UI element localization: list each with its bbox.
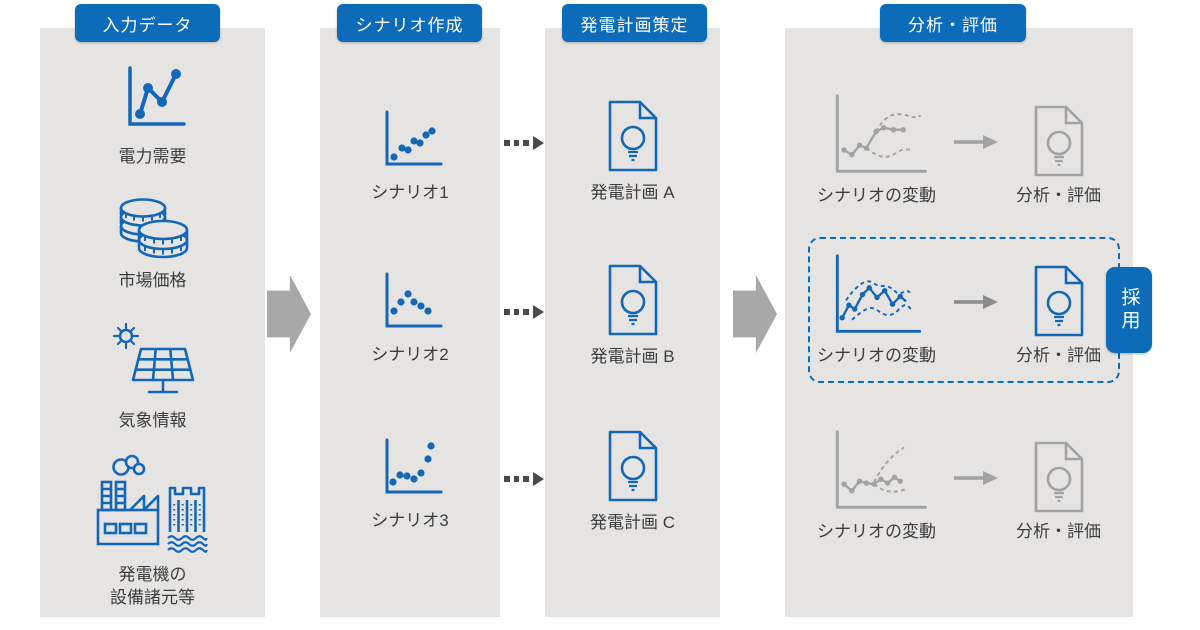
big-arrow-icon: [267, 275, 311, 353]
scenario-item-1: シナリオ1: [320, 108, 500, 205]
scatter-plot-icon: [385, 272, 443, 328]
scenario-item-3: シナリオ3: [320, 436, 500, 533]
scenario-fluctuation-group: シナリオの変動: [817, 90, 936, 208]
fluctuation-label: シナリオの変動: [817, 186, 936, 206]
analysis-result-group: 分析・評価: [1016, 90, 1101, 208]
evaluation-row: シナリオの変動 分析・評価: [785, 426, 1133, 544]
panel-generation-planning: 発電計画 A 発電計画 B 発電計画 C: [545, 28, 720, 617]
scenario-fluctuation-group: シナリオの変動: [817, 426, 936, 544]
analysis-result-group: 分析・評価: [1016, 250, 1101, 368]
scenario-label: シナリオ1: [371, 183, 449, 202]
analysis-label: 分析・評価: [1016, 522, 1101, 542]
adopted-badge: 採用: [1106, 267, 1152, 353]
dotted-arrow-icon: [504, 305, 545, 319]
scenario-label: シナリオ2: [371, 345, 449, 364]
document-lightbulb-icon: [1034, 105, 1083, 177]
input-item-label: 電力需要: [118, 147, 187, 166]
adopted-highlight-box: [808, 237, 1120, 383]
analysis-label: 分析・評価: [1016, 346, 1101, 366]
plan-item-b: 発電計画 B: [545, 262, 720, 369]
coins-icon: [119, 198, 188, 259]
column-header-generation-planning: 発電計画策定: [562, 4, 707, 42]
solar-panel-icon: [112, 322, 194, 394]
plan-item-c: 発電計画 C: [545, 428, 720, 535]
input-item-weather: 気象情報: [40, 322, 265, 433]
document-lightbulb-icon: [1034, 441, 1083, 513]
panel-input-data: 電力需要 市場価格: [40, 28, 265, 617]
plan-label: 発電計画 B: [590, 347, 675, 366]
analysis-label: 分析・評価: [1016, 186, 1101, 206]
document-lightbulb-icon: [1034, 265, 1083, 337]
column-header-input-data: 入力データ: [75, 4, 220, 42]
analysis-result-group: 分析・評価: [1016, 426, 1101, 544]
evaluation-row: シナリオの変動 分析・評価: [785, 90, 1133, 208]
input-item-generator-specs: 発電機の 設備諸元等: [40, 452, 265, 610]
big-arrow-icon: [733, 275, 777, 353]
fluctuation-chart-icon: [835, 254, 921, 333]
scenario-label: シナリオ3: [371, 511, 449, 530]
panel-analysis-evaluation: シナリオの変動 分析・評価: [785, 28, 1133, 617]
document-lightbulb-icon: [608, 430, 657, 502]
factory-dam-icon: [96, 454, 208, 553]
scenario-item-2: シナリオ2: [320, 270, 500, 367]
plan-label: 発電計画 C: [590, 513, 675, 532]
column-header-scenario-creation: シナリオ作成: [337, 4, 482, 42]
input-item-market-price: 市場価格: [40, 196, 265, 293]
input-item-label: 気象情報: [118, 411, 187, 430]
dotted-arrow-icon: [504, 136, 545, 150]
input-item-label: 発電機の 設備諸元等: [110, 565, 195, 607]
document-lightbulb-icon: [608, 100, 657, 172]
scenario-fluctuation-group: シナリオの変動: [817, 250, 936, 368]
document-lightbulb-icon: [608, 264, 657, 336]
arrow-right-icon: [954, 471, 998, 485]
fluctuation-chart-icon: [835, 94, 927, 173]
panel-scenario-creation: シナリオ1 シナリオ2 シナリオ3: [320, 28, 500, 617]
evaluation-row-adopted: シナリオの変動 分析・評価: [785, 250, 1133, 368]
input-item-label: 市場価格: [118, 271, 187, 290]
input-item-power-demand: 電力需要: [40, 60, 265, 169]
arrow-right-icon: [954, 135, 998, 149]
fluctuation-chart-icon: [835, 430, 927, 509]
scatter-plot-icon: [385, 110, 443, 166]
line-chart-icon: [127, 66, 186, 126]
arrow-right-icon: [954, 295, 998, 309]
fluctuation-label: シナリオの変動: [817, 346, 936, 366]
column-header-analysis-evaluation: 分析・評価: [880, 4, 1026, 42]
plan-item-a: 発電計画 A: [545, 98, 720, 205]
fluctuation-label: シナリオの変動: [817, 522, 936, 542]
dotted-arrow-icon: [504, 472, 545, 486]
scatter-plot-icon: [385, 438, 443, 494]
plan-label: 発電計画 A: [590, 183, 675, 202]
